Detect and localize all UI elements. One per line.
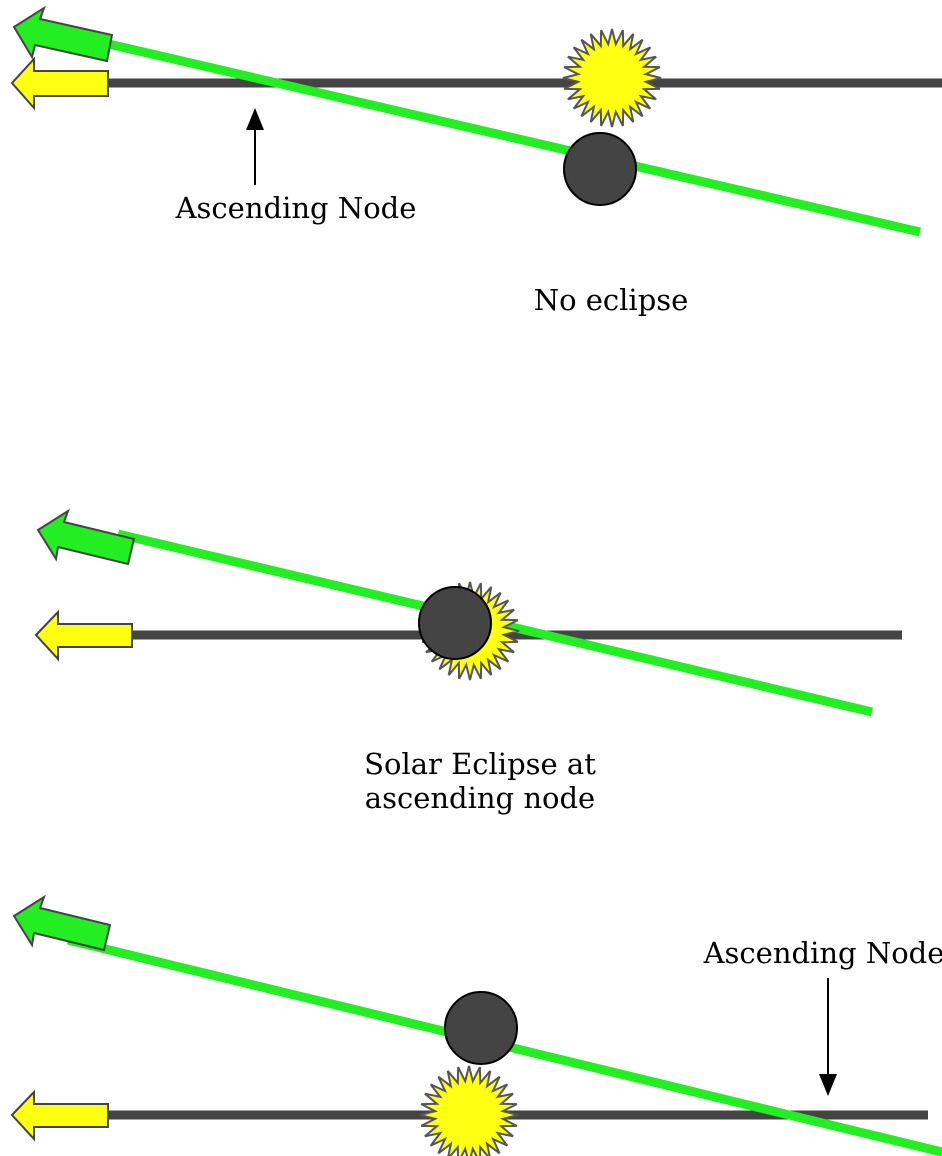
panel-no-eclipse: Ascending Node No eclipse — [10, 5, 942, 317]
moon-disk-icon — [418, 586, 492, 660]
spiky-sun-icon — [562, 28, 662, 128]
node-pointer-arrowhead — [246, 108, 264, 130]
panel-caption: No eclipse — [534, 283, 689, 317]
node-label: Ascending Node — [703, 936, 942, 970]
spiky-sun-icon — [419, 1065, 519, 1156]
panel-solar-eclipse: Solar Eclipse at ascending node — [34, 508, 902, 815]
moon-disk-icon — [444, 991, 518, 1065]
node-label: Ascending Node — [175, 191, 417, 225]
moon-orbit-direction-arrow — [12, 5, 114, 63]
moon-orbit-direction-arrow — [12, 894, 112, 952]
panel-caption-line-1: Solar Eclipse at — [364, 747, 596, 781]
panel-no-eclipse-2: Ascending Node — [10, 894, 942, 1156]
moon-disk-icon — [563, 132, 637, 206]
ecliptic-direction-arrow — [34, 609, 133, 662]
ecliptic-direction-arrow — [10, 56, 109, 111]
moon-orbit-line — [98, 37, 922, 237]
panel-caption-line-2: ascending node — [365, 781, 595, 815]
ecliptic-direction-arrow — [10, 1089, 109, 1142]
moon-orbit-direction-arrow — [36, 508, 136, 566]
node-pointer-arrowhead — [819, 1074, 837, 1096]
